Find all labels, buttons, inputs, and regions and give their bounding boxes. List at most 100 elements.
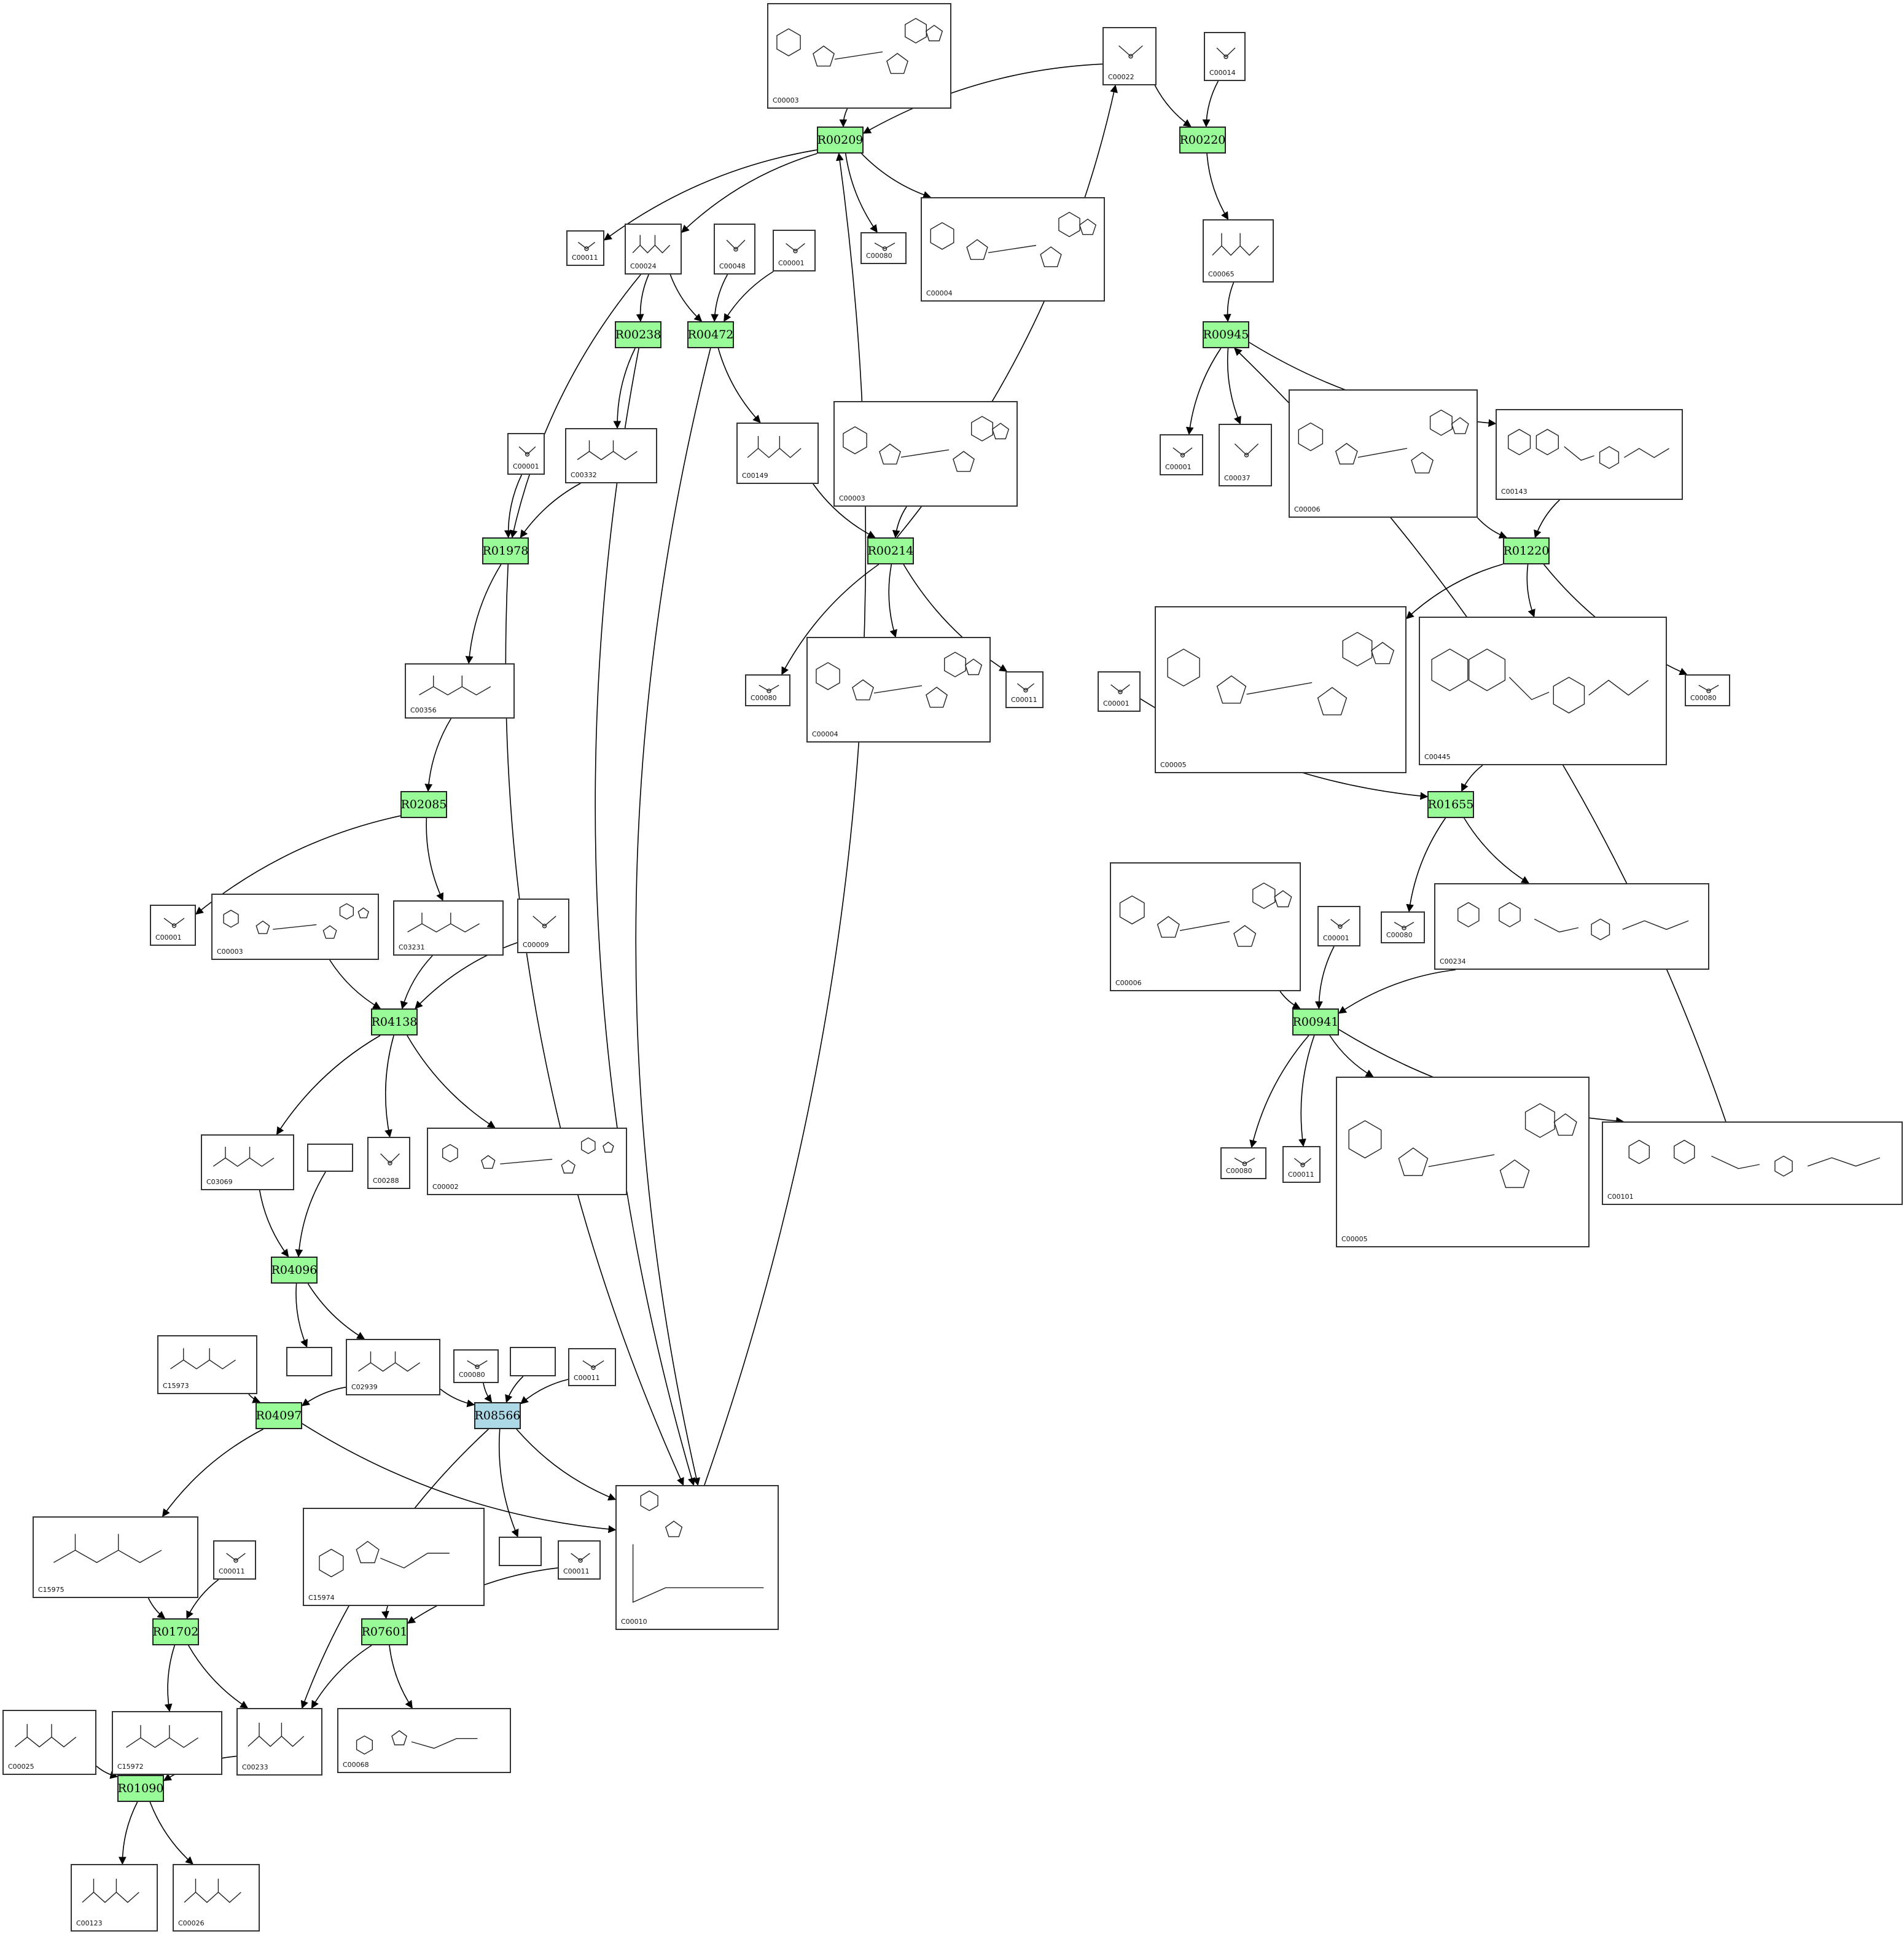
- compound-box-c00003[interactable]: C00003: [833, 401, 1018, 507]
- compound-box-c00011[interactable]: C00011: [213, 1540, 256, 1580]
- compound-box-empty[interactable]: [286, 1347, 332, 1376]
- compound-box-c00025[interactable]: C00025: [2, 1710, 96, 1775]
- structure-drawing: [442, 1137, 614, 1174]
- reaction-node-r04138[interactable]: R04138: [371, 1008, 418, 1035]
- reaction-node-r04097[interactable]: R04097: [256, 1402, 302, 1429]
- compound-id-label: C00011: [1288, 1171, 1314, 1179]
- structure-drawing: [407, 913, 480, 933]
- edge-R02085-k_c03231: [426, 817, 443, 902]
- compound-box-c00014[interactable]: C00014: [1204, 32, 1246, 81]
- compound-box-c00011[interactable]: C00011: [1005, 671, 1044, 708]
- compound-box-c00005[interactable]: C00005: [1336, 1077, 1590, 1247]
- compound-box-c00011[interactable]: C00011: [566, 230, 604, 266]
- compound-box-c00001[interactable]: C00001: [1317, 906, 1360, 946]
- reaction-node-r00472[interactable]: R00472: [687, 321, 734, 348]
- reaction-node-r01978[interactable]: R01978: [482, 537, 529, 564]
- compound-box-c15974[interactable]: C15974: [303, 1508, 485, 1606]
- compound-id-label: C00123: [76, 1919, 103, 1927]
- compound-id-label: C00001: [1323, 934, 1349, 942]
- reaction-node-r00941[interactable]: R00941: [1292, 1008, 1339, 1035]
- edge-k_c00234-R00941: [1338, 969, 1456, 1014]
- compound-box-c00445[interactable]: C00445: [1419, 617, 1667, 765]
- compound-box-c00143[interactable]: C00143: [1496, 409, 1683, 500]
- compound-box-empty[interactable]: [510, 1347, 556, 1376]
- edge-R01978-k_c00356: [465, 564, 502, 665]
- compound-box-c00065[interactable]: C00065: [1203, 219, 1274, 283]
- edge-k_c00003b-R00214: [892, 506, 907, 539]
- compound-box-c00006[interactable]: C00006: [1110, 862, 1301, 991]
- compound-box-empty[interactable]: [499, 1537, 542, 1566]
- compound-box-c00332[interactable]: C00332: [565, 428, 657, 483]
- compound-box-c00149[interactable]: C00149: [736, 423, 819, 484]
- reaction-node-r07601[interactable]: R07601: [361, 1618, 408, 1645]
- structure-drawing: [1508, 429, 1669, 469]
- compound-box-c00123[interactable]: C00123: [71, 1864, 158, 1932]
- edge-R00209-k_c00080a: [845, 153, 878, 233]
- compound-box-c00068[interactable]: C00068: [337, 1708, 511, 1773]
- edge-R00214-k_c00004b: [888, 564, 897, 638]
- compound-box-c00026[interactable]: C00026: [173, 1864, 260, 1932]
- structure-drawing: [1298, 409, 1469, 474]
- compound-box-c00001[interactable]: C00001: [507, 433, 545, 475]
- reaction-node-r08566[interactable]: R08566: [474, 1402, 521, 1429]
- edge-k_c00445-R01655: [1461, 765, 1483, 792]
- compound-box-c00011[interactable]: C00011: [568, 1348, 616, 1386]
- compound-box-c00001[interactable]: C00001: [150, 905, 196, 946]
- reaction-node-r00220[interactable]: R00220: [1179, 127, 1226, 154]
- compound-box-c00004[interactable]: C00004: [921, 197, 1105, 302]
- edge-k_c02939-R04097: [301, 1386, 346, 1406]
- compound-box-c00080[interactable]: C00080: [1685, 674, 1730, 706]
- compound-box-c00001[interactable]: C00001: [773, 230, 816, 271]
- compound-box-c00234[interactable]: C00234: [1434, 883, 1709, 970]
- compound-box-c00004[interactable]: C00004: [806, 637, 991, 743]
- structure-drawing: [726, 240, 746, 252]
- compound-box-c00048[interactable]: C00048: [714, 224, 755, 275]
- reaction-node-r02085[interactable]: R02085: [400, 791, 447, 818]
- edge-R01702-k_c15972: [164, 1645, 176, 1712]
- reaction-node-r01655[interactable]: R01655: [1427, 791, 1474, 818]
- reaction-node-r01220[interactable]: R01220: [1503, 537, 1550, 564]
- compound-box-c00356[interactable]: C00356: [405, 663, 515, 719]
- compound-box-c15972[interactable]: C15972: [112, 1711, 222, 1775]
- compound-box-c00288[interactable]: C00288: [367, 1137, 410, 1189]
- compound-box-c00009[interactable]: C00009: [517, 899, 569, 953]
- reaction-node-r04096[interactable]: R04096: [271, 1257, 318, 1284]
- compound-box-c00006[interactable]: C00006: [1289, 389, 1478, 518]
- compound-box-c00003[interactable]: C00003: [211, 894, 379, 960]
- reaction-node-r00238[interactable]: R00238: [615, 321, 661, 348]
- compound-box-c00024[interactable]: C00024: [625, 224, 682, 275]
- compound-box-c00233[interactable]: C00233: [236, 1708, 322, 1776]
- compound-id-label: C00003: [217, 948, 243, 956]
- compound-box-c15975[interactable]: C15975: [33, 1516, 198, 1598]
- compound-box-c00080[interactable]: C00080: [1381, 911, 1425, 943]
- compound-box-c00003[interactable]: C00003: [767, 3, 951, 109]
- reaction-node-r01090[interactable]: R01090: [117, 1775, 164, 1802]
- compound-box-c00001[interactable]: C00001: [1098, 671, 1141, 712]
- compound-box-c00011[interactable]: C00011: [558, 1540, 601, 1580]
- compound-box-c02939[interactable]: C02939: [346, 1339, 440, 1395]
- structure-drawing: [930, 211, 1097, 268]
- structure-drawing: [632, 235, 671, 254]
- reaction-node-r00945[interactable]: R00945: [1203, 321, 1249, 348]
- compound-box-c15973[interactable]: C15973: [157, 1335, 257, 1394]
- compound-box-c03231[interactable]: C03231: [393, 900, 504, 956]
- compound-box-c00001[interactable]: C00001: [1160, 434, 1203, 475]
- structure-drawing: [511, 1348, 557, 1378]
- compound-id-label: C00010: [621, 1618, 647, 1626]
- compound-box-c00011[interactable]: C00011: [1282, 1146, 1321, 1183]
- compound-box-c00080[interactable]: C00080: [860, 232, 907, 264]
- reaction-node-r01702[interactable]: R01702: [152, 1618, 199, 1645]
- compound-box-empty[interactable]: [307, 1144, 353, 1172]
- compound-box-c00005[interactable]: C00005: [1155, 606, 1407, 773]
- compound-box-c00002[interactable]: C00002: [427, 1128, 627, 1195]
- compound-box-c00080[interactable]: C00080: [745, 674, 790, 706]
- compound-box-c00080[interactable]: C00080: [1220, 1147, 1266, 1179]
- compound-box-c00101[interactable]: C00101: [1602, 1121, 1903, 1205]
- reaction-node-r00209[interactable]: R00209: [817, 127, 864, 154]
- compound-box-c00010[interactable]: C00010: [615, 1485, 779, 1630]
- compound-box-c00080[interactable]: C00080: [453, 1349, 499, 1383]
- reaction-node-r00214[interactable]: R00214: [867, 537, 914, 564]
- compound-box-c03069[interactable]: C03069: [201, 1134, 294, 1190]
- compound-box-c00037[interactable]: C00037: [1219, 424, 1272, 486]
- compound-box-c00022[interactable]: C00022: [1102, 27, 1157, 85]
